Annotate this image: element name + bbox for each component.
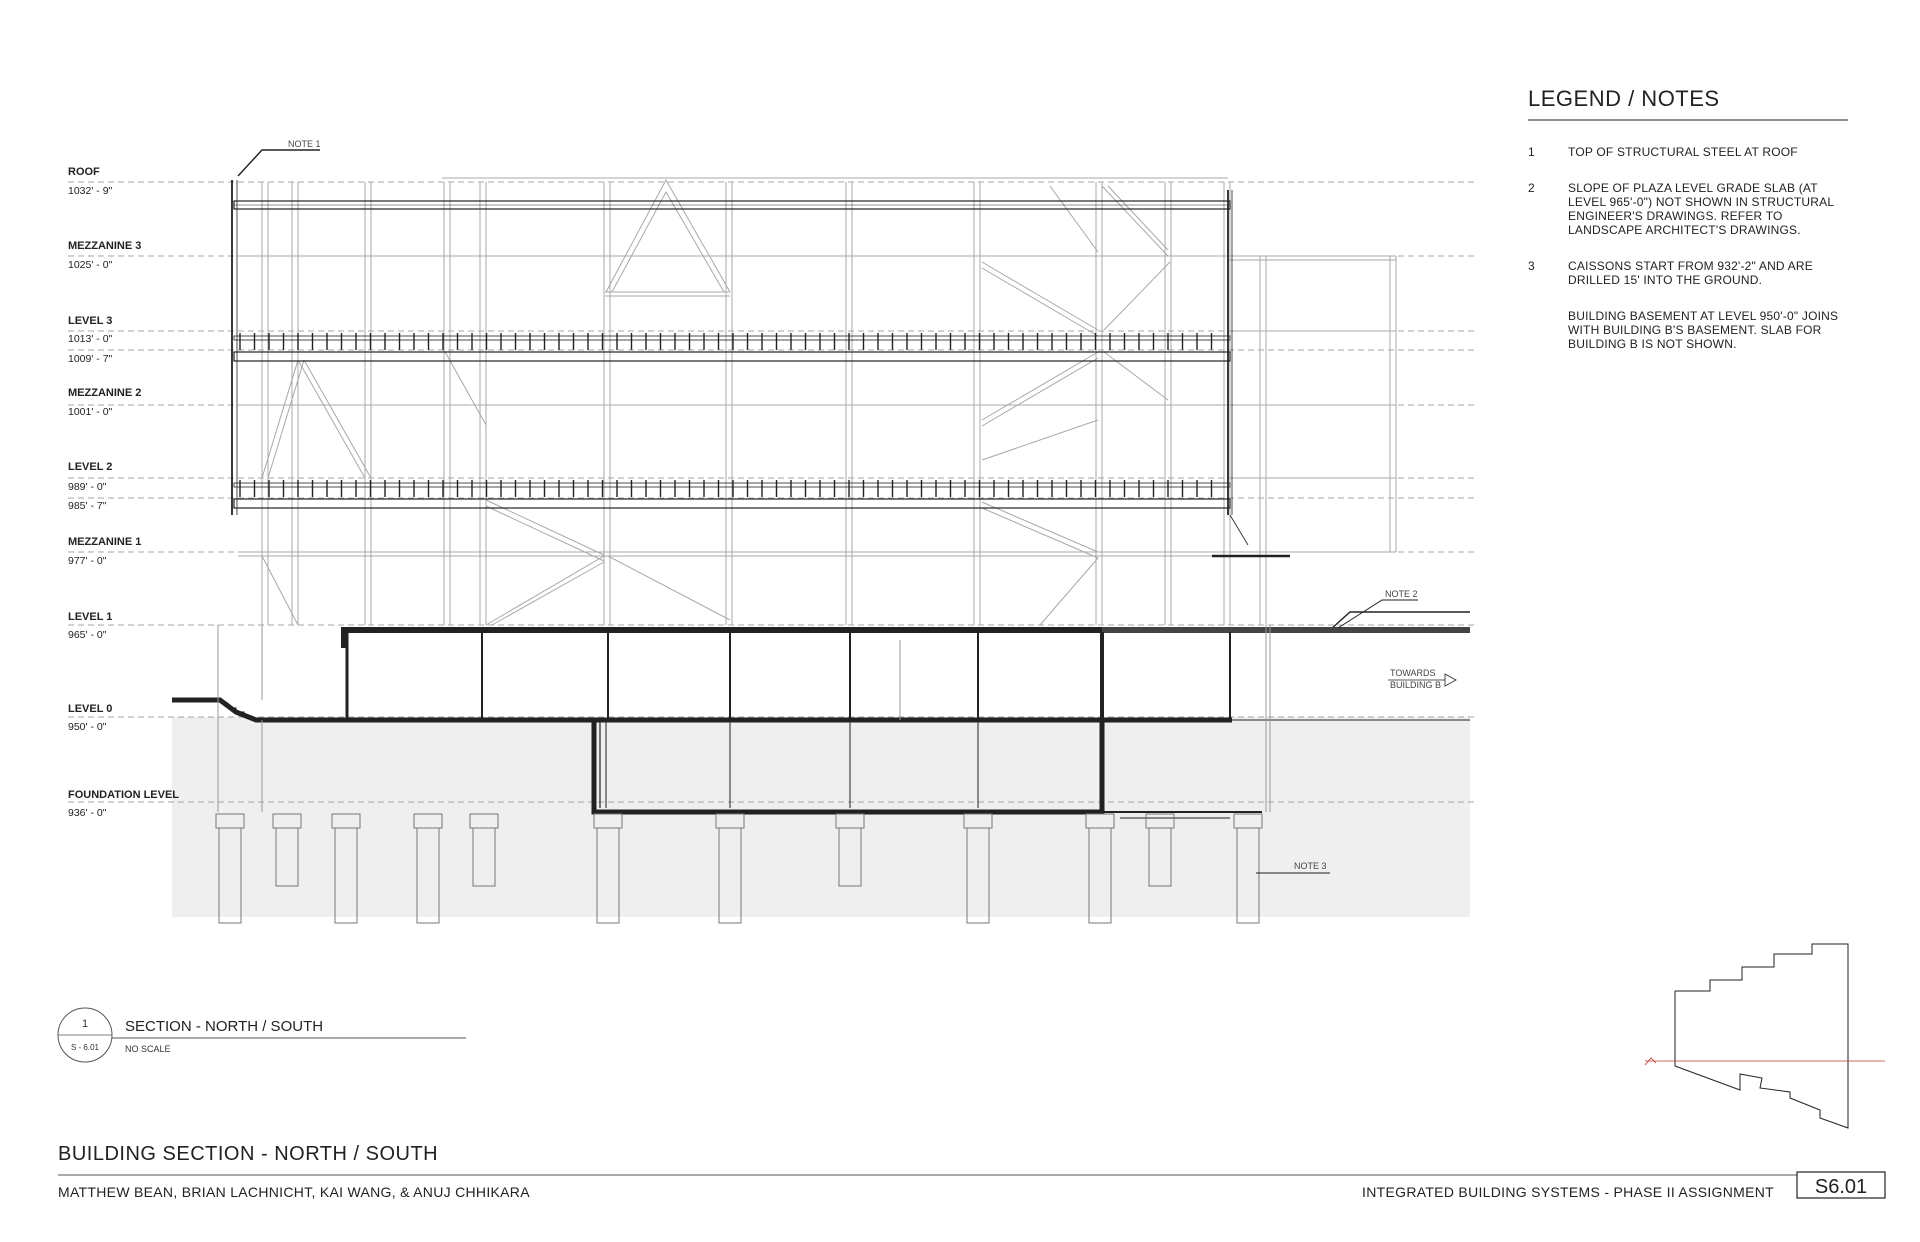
towards-label: TOWARDS bbox=[1390, 668, 1436, 678]
legend-note-2-line-3: ENGINEER'S DRAWINGS. REFER TO bbox=[1568, 209, 1783, 223]
title-block: BUILDING SECTION - NORTH / SOUTH MATTHEW… bbox=[58, 1143, 1886, 1200]
light-columns-lower bbox=[217, 625, 1271, 812]
joists-level2 bbox=[239, 480, 1213, 497]
legend-note-3-line-1: CAISSONS START FROM 932'-2" AND ARE bbox=[1568, 259, 1813, 273]
note-tags: NOTE 1 NOTE 2 NOTE 3 TOWARDS BUILDING B bbox=[288, 139, 1457, 874]
arrow-icon bbox=[1444, 673, 1457, 687]
caisson-shaft bbox=[218, 827, 242, 924]
frame-columns bbox=[261, 182, 1397, 625]
level-lines bbox=[68, 181, 1475, 803]
note3-label: NOTE 3 bbox=[1294, 861, 1327, 871]
ground-fill bbox=[172, 717, 1470, 917]
level-elev-roof: 1032' - 9" bbox=[68, 185, 113, 197]
caissons bbox=[215, 813, 1263, 924]
joists-level3 bbox=[239, 333, 1213, 350]
level-labels: ROOF 1032' - 9" MEZZANINE 3 1025' - 0" L… bbox=[68, 166, 179, 819]
legend-num-3: 3 bbox=[1528, 259, 1535, 273]
level-elev-mezz2: 1001' - 0" bbox=[68, 406, 113, 418]
sheet-number-box bbox=[1796, 1171, 1886, 1199]
note1-label: NOTE 1 bbox=[288, 139, 321, 149]
level-elev-985: 985' - 7" bbox=[68, 500, 107, 512]
legend-note-2-line-4: LANDSCAPE ARCHITECT'S DRAWINGS. bbox=[1568, 223, 1801, 237]
legend-note-1-line-1: TOP OF STRUCTURAL STEEL AT ROOF bbox=[1568, 145, 1798, 159]
note2-label: NOTE 2 bbox=[1385, 589, 1418, 599]
level-name-level1: LEVEL 1 bbox=[68, 611, 112, 623]
section-title: SECTION - NORTH / SOUTH bbox=[125, 1018, 323, 1035]
legend-notes: LEGEND / NOTES 1 TOP OF STRUCTURAL STEEL… bbox=[1528, 86, 1848, 351]
caisson-shaft bbox=[1088, 827, 1112, 924]
level-elev-level1: 965' - 0" bbox=[68, 629, 107, 641]
floor-bands bbox=[231, 149, 1290, 558]
legend-note-2-line-2: LEVEL 965'-0") NOT SHOWN IN STRUCTURAL bbox=[1568, 195, 1834, 209]
caisson-shaft bbox=[1236, 827, 1260, 924]
sheet-number: S6.01 bbox=[1815, 1176, 1867, 1198]
project-name: INTEGRATED BUILDING SYSTEMS - PHASE II A… bbox=[1362, 1184, 1774, 1200]
level-name-level0: LEVEL 0 bbox=[68, 703, 112, 715]
caisson-shaft bbox=[1148, 827, 1172, 887]
legend-note-3-line-2: DRILLED 15' INTO THE GROUND. bbox=[1568, 273, 1762, 287]
towards-building-b-label: BUILDING B bbox=[1390, 680, 1441, 690]
concrete-structure bbox=[172, 611, 1470, 819]
level-elev-mezz3: 1025' - 0" bbox=[68, 259, 113, 271]
level-elev-1009: 1009' - 7" bbox=[68, 353, 113, 365]
steel-frame bbox=[238, 177, 1397, 626]
level-name-roof: ROOF bbox=[68, 166, 100, 178]
caisson-shaft bbox=[275, 827, 299, 887]
caisson-shaft bbox=[838, 827, 862, 887]
caisson-shaft bbox=[472, 827, 496, 887]
level-name-level3: LEVEL 3 bbox=[68, 315, 112, 327]
legend-note-4-line-1: BUILDING BASEMENT AT LEVEL 950'-0" JOINS bbox=[1568, 309, 1838, 323]
legend-note-4-line-2: WITH BUILDING B'S BASEMENT. SLAB FOR bbox=[1568, 323, 1822, 337]
level-elev-level2: 989' - 0" bbox=[68, 481, 107, 493]
legend-num-2: 2 bbox=[1528, 181, 1535, 195]
section-tag: 1 S - 6.01 SECTION - NORTH / SOUTH NO SC… bbox=[57, 1007, 466, 1063]
legend-num-1: 1 bbox=[1528, 145, 1535, 159]
caisson-shaft bbox=[718, 827, 742, 924]
section-sheet-ref: S - 6.01 bbox=[71, 1043, 100, 1052]
level-name-mezz3: MEZZANINE 3 bbox=[68, 240, 141, 252]
level-elev-mezz1: 977' - 0" bbox=[68, 555, 107, 567]
caisson-shaft bbox=[334, 827, 358, 924]
level-name-foundation: FOUNDATION LEVEL bbox=[68, 789, 179, 801]
sheet-title: BUILDING SECTION - NORTH / SOUTH bbox=[58, 1143, 438, 1165]
key-plan bbox=[1644, 943, 1885, 1129]
caisson-shaft bbox=[416, 827, 440, 924]
authors: MATTHEW BEAN, BRIAN LACHNICHT, KAI WANG,… bbox=[58, 1184, 530, 1200]
level-name-level2: LEVEL 2 bbox=[68, 461, 112, 473]
level-name-mezz1: MEZZANINE 1 bbox=[68, 536, 141, 548]
legend-note-4-line-3: BUILDING B IS NOT SHOWN. bbox=[1568, 337, 1737, 351]
legend-title: LEGEND / NOTES bbox=[1528, 86, 1720, 111]
caisson-shaft bbox=[596, 827, 620, 924]
legend-note-2-line-1: SLOPE OF PLAZA LEVEL GRADE SLAB (AT bbox=[1568, 181, 1818, 195]
caisson-shaft bbox=[966, 827, 990, 924]
level-elev-level3: 1013' - 0" bbox=[68, 333, 113, 345]
section-number: 1 bbox=[82, 1018, 88, 1030]
level-name-mezz2: MEZZANINE 2 bbox=[68, 387, 141, 399]
level-elev-foundation: 936' - 0" bbox=[68, 807, 107, 819]
section-scale: NO SCALE bbox=[125, 1044, 171, 1054]
level-elev-level0: 950' - 0" bbox=[68, 721, 107, 733]
